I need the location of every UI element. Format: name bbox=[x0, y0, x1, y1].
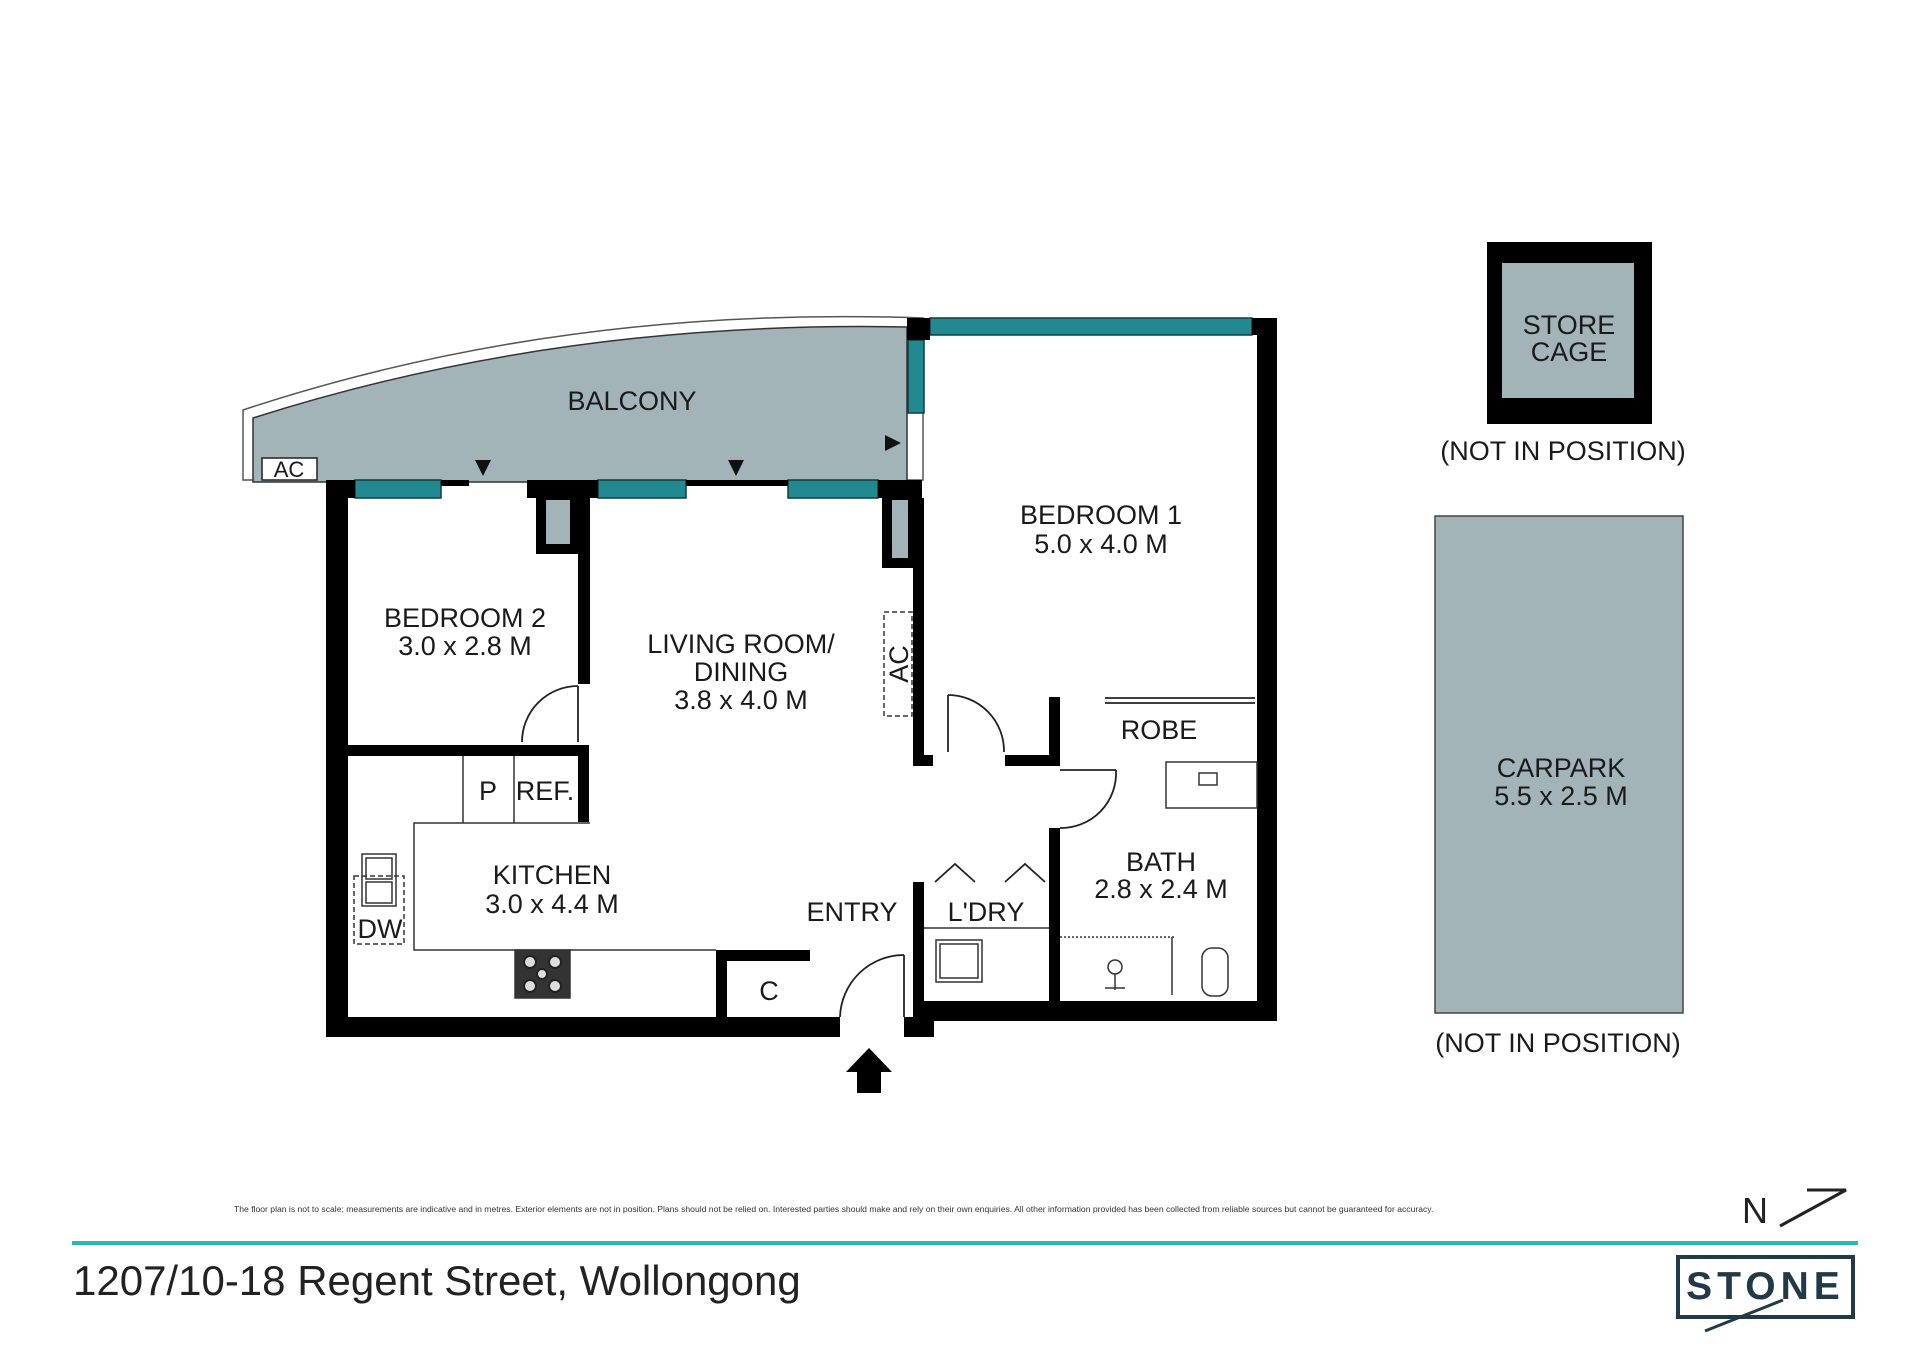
brand-logo: STONE bbox=[1676, 1255, 1855, 1319]
bedroom1-size: 5.0 x 4.0 M bbox=[1034, 529, 1168, 559]
laundry-label: L'DRY bbox=[948, 897, 1025, 927]
fridge-label: REF. bbox=[516, 776, 575, 806]
living-size: 3.8 x 4.0 M bbox=[674, 685, 808, 715]
balcony-ac-label: AC bbox=[274, 457, 305, 482]
carpark-note: (NOT IN POSITION) bbox=[1435, 1028, 1681, 1058]
bedroom2-size: 3.0 x 2.8 M bbox=[398, 631, 532, 661]
property-address: 1207/10-18 Regent Street, Wollongong bbox=[73, 1257, 801, 1304]
dishwasher-label: DW bbox=[358, 914, 403, 944]
robe-label: ROBE bbox=[1121, 715, 1198, 745]
kitchen-name: KITCHEN bbox=[493, 860, 612, 890]
balcony-label: BALCONY bbox=[567, 386, 696, 416]
cupboard-label: C bbox=[759, 976, 779, 1006]
carpark-size: 5.5 x 2.5 M bbox=[1494, 781, 1628, 811]
store-label-line1: STORE bbox=[1523, 310, 1616, 340]
cooktop-burners bbox=[523, 955, 562, 993]
bedroom2-name: BEDROOM 2 bbox=[384, 603, 546, 633]
living-name-line2: DINING bbox=[694, 657, 789, 687]
footer-rule bbox=[72, 1241, 1858, 1245]
carpark-name: CARPARK bbox=[1497, 753, 1626, 783]
kitchen-size: 3.0 x 4.4 M bbox=[485, 889, 619, 919]
door-marker-icon bbox=[885, 435, 901, 451]
store-label-line2: CAGE bbox=[1531, 337, 1608, 367]
shower-icon bbox=[1105, 959, 1125, 990]
entry-arrow-icon bbox=[846, 1048, 892, 1093]
pillar bbox=[546, 500, 570, 544]
living-ac-label: AC bbox=[884, 645, 914, 683]
door-marker-icon bbox=[728, 460, 744, 476]
walls bbox=[326, 318, 1277, 1037]
bath-size: 2.8 x 2.4 M bbox=[1094, 874, 1228, 904]
entry-label: ENTRY bbox=[806, 897, 897, 927]
pantry-label: P bbox=[479, 776, 497, 806]
bedroom1-name: BEDROOM 1 bbox=[1020, 500, 1182, 530]
toilet-icon bbox=[1201, 947, 1229, 997]
balcony: AC BALCONY bbox=[242, 315, 924, 483]
laundry-tub-icon bbox=[935, 939, 983, 983]
north-arrow-icon bbox=[1779, 1188, 1847, 1228]
pillar bbox=[892, 500, 908, 558]
north-label: N bbox=[1742, 1190, 1768, 1231]
store-cage: STORE CAGE bbox=[1487, 242, 1652, 424]
carpark: CARPARK 5.5 x 2.5 M bbox=[1434, 515, 1684, 1014]
door-marker-icon bbox=[475, 460, 491, 476]
living-name-line1: LIVING ROOM/ bbox=[647, 629, 835, 659]
disclaimer: The floor plan is not to scale; measurem… bbox=[234, 1204, 1434, 1214]
doors bbox=[521, 685, 1255, 1018]
basin-icon bbox=[1165, 761, 1258, 809]
store-note: (NOT IN POSITION) bbox=[1440, 436, 1686, 466]
windows bbox=[354, 317, 1253, 499]
sink-icon bbox=[361, 853, 397, 907]
bath-name: BATH bbox=[1126, 847, 1196, 877]
